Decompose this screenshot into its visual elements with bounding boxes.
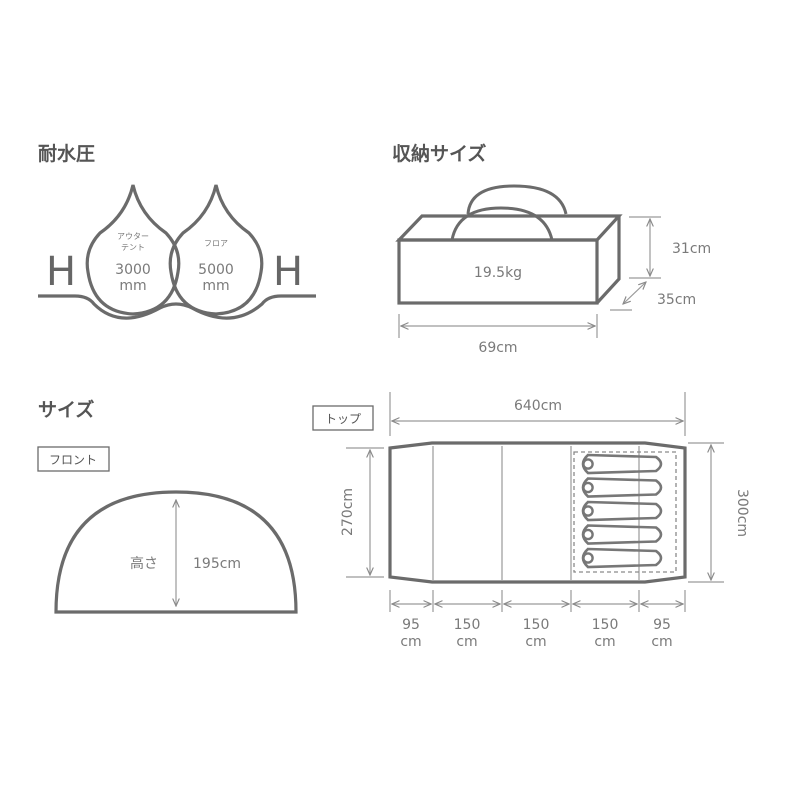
bag-height-label: 31cm (672, 241, 711, 257)
segment-value: 150 (523, 617, 550, 633)
segment-value: 150 (454, 617, 481, 633)
segment-unit: cm (594, 634, 615, 650)
storage-size-heading: 収納サイズ (392, 142, 486, 165)
sleeping-bag-icon (581, 477, 663, 498)
outer-tent-label-line2: テント (121, 243, 145, 252)
sleeping-bag-icon (581, 524, 663, 545)
water-pressure-section: 耐水圧 H H アウター テント 3000 mm フロア 5000 mm (38, 143, 316, 320)
depth-dimension-arrow (623, 282, 646, 304)
front-view-tag-label: フロント (49, 453, 97, 467)
floor-value: 5000 (198, 262, 234, 278)
sleeping-bags-group (581, 453, 663, 569)
bag-weight: 19.5kg (474, 265, 522, 281)
front-view-tag (37, 446, 110, 472)
storage-size-section: 収納サイズ 19.5kg 31cm 35cm 69cm (392, 142, 711, 356)
floor-label: フロア (204, 239, 228, 248)
left-h-letter: H (46, 249, 76, 295)
size-heading: サイズ (38, 398, 94, 421)
segment-dimensions: 95 cm 150 cm 150 cm 150 cm 95 cm (389, 590, 686, 650)
water-pressure-heading: 耐水圧 (38, 143, 95, 165)
segment-unit: cm (400, 634, 421, 650)
tent-front-dome-icon (54, 490, 298, 614)
bag-handle-back-icon (466, 184, 568, 215)
top-view-tag-label: トップ (325, 412, 361, 426)
sleeping-bag-icon (581, 453, 663, 475)
top-view-tag (312, 405, 374, 431)
front-height-label: 高さ (130, 555, 158, 572)
front-height-value: 195cm (193, 556, 241, 572)
segment-value: 95 (653, 617, 671, 633)
segment-unit: cm (651, 634, 672, 650)
outer-tent-label-line1: アウター (117, 232, 149, 241)
segment-unit: cm (525, 634, 546, 650)
outer-width-label: 300cm (734, 489, 750, 537)
segment-unit: cm (456, 634, 477, 650)
outer-tent-value: 3000 (115, 262, 151, 278)
inner-width-label: 270cm (340, 488, 356, 536)
tent-top-footprint-icon (388, 441, 687, 584)
segment-value: 150 (592, 617, 619, 633)
floor-droplet-icon (168, 184, 264, 316)
water-surface-line (38, 294, 316, 320)
outer-tent-droplet-icon (85, 184, 181, 316)
outer-tent-unit: mm (119, 278, 146, 294)
total-length-label: 640cm (514, 398, 562, 414)
inner-tent-outline (573, 451, 677, 573)
bag-handle-front-icon (450, 206, 554, 241)
size-section: サイズ フロント 高さ 195cm トップ 640cm 270cm (37, 392, 750, 650)
sleeping-bag-icon (581, 547, 663, 569)
right-h-letter: H (273, 249, 303, 295)
segment-value: 95 (402, 617, 420, 633)
storage-bag-icon (395, 214, 623, 305)
bag-width-label: 69cm (478, 340, 517, 356)
floor-unit: mm (202, 278, 229, 294)
sleeping-bag-icon (581, 500, 663, 522)
bag-depth-label: 35cm (657, 292, 696, 308)
